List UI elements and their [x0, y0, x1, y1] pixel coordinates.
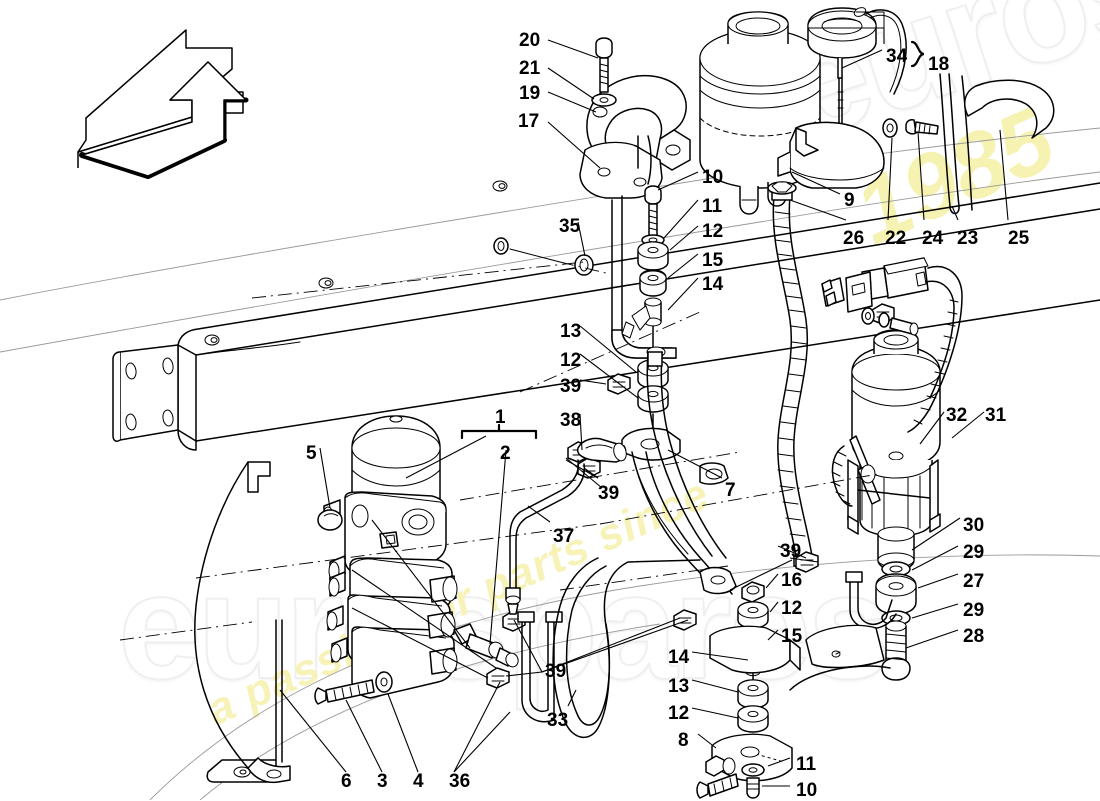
- callout-24: 24: [922, 228, 944, 249]
- heat-shield-right: [789, 624, 891, 691]
- callout-12-bottom: 12: [668, 703, 690, 724]
- callout-2: 2: [500, 443, 511, 464]
- callout-5: 5: [306, 443, 317, 464]
- callout-36: 36: [449, 771, 471, 792]
- callout-13-mid: 13: [560, 321, 582, 342]
- part-21-washer: [591, 93, 617, 107]
- part-38-fitting: [576, 437, 627, 463]
- callout-12-upper: 12: [702, 221, 724, 242]
- reference-line-1: [251, 261, 585, 299]
- callout-10-bottom: 10: [796, 780, 818, 801]
- leader-lines: [279, 27, 1009, 787]
- callout-39-c: 39: [780, 541, 802, 562]
- callout-23: 23: [957, 228, 979, 249]
- callout-29-b: 29: [963, 600, 985, 621]
- callout-12-mid: 12: [560, 350, 582, 371]
- reference-line-4: [195, 523, 601, 579]
- part-3-bolt: [314, 679, 375, 705]
- hardware-stack-upper: [637, 185, 669, 357]
- callout-14-right: 14: [668, 647, 690, 668]
- electric-pump-motor: [831, 329, 941, 571]
- part-5-plug: [317, 509, 343, 531]
- callout-4: 4: [413, 771, 424, 792]
- part-26-suction-hose: [767, 181, 815, 567]
- part-4-washer: [375, 671, 393, 693]
- callout-10-upper: 10: [702, 167, 724, 188]
- callout-38: 38: [560, 410, 582, 431]
- callout-39-b: 39: [598, 483, 620, 504]
- reference-line-3: [459, 451, 741, 501]
- part-24-bolt: [905, 119, 939, 135]
- part-22-washer: [882, 118, 898, 138]
- pump-mount-hardware: [845, 561, 917, 681]
- callout-21: 21: [519, 58, 541, 79]
- bracket-arm: [611, 195, 677, 359]
- callout-37: 37: [553, 526, 575, 547]
- callout-39-d: 39: [545, 661, 567, 682]
- callout-30: 30: [963, 515, 985, 536]
- callout-15-right: 15: [781, 626, 803, 647]
- mounting-bracket-upper: [579, 74, 691, 199]
- callout-13-right: 13: [668, 676, 690, 697]
- callout-35: 35: [559, 216, 581, 237]
- part-34-cap-dipstick: [807, 7, 907, 141]
- callout-19: 19: [519, 83, 541, 104]
- callout-7: 7: [725, 480, 736, 501]
- callout-12-right: 12: [781, 598, 803, 619]
- callout-17: 17: [518, 111, 540, 132]
- hardware-stack-lower-bracket: [621, 359, 681, 461]
- reference-line-2: [519, 311, 701, 393]
- callout-34: 34: [886, 46, 908, 67]
- callout-1: 1: [495, 407, 506, 428]
- callout-16: 16: [781, 570, 803, 591]
- callout-15-upper: 15: [702, 250, 724, 271]
- part-37-brake-pipe: [505, 459, 586, 615]
- center-bracket: [631, 451, 737, 595]
- callout-6: 6: [341, 771, 352, 792]
- callout-9: 9: [844, 190, 855, 211]
- part-25-strap: [963, 79, 1055, 139]
- callout-25: 25: [1008, 228, 1030, 249]
- callout-39-a: 39: [560, 376, 582, 397]
- callout-32: 32: [946, 405, 968, 426]
- callout-26: 26: [843, 228, 865, 249]
- callout-14-upper: 14: [702, 274, 724, 295]
- brace-34-18: [910, 40, 925, 68]
- callout-18: 18: [928, 54, 950, 75]
- part-9-strap: [777, 121, 885, 189]
- callout-11-upper: 11: [702, 196, 723, 217]
- callout-20: 20: [519, 30, 541, 51]
- direction-arrow: [77, 29, 249, 179]
- callout-28: 28: [963, 626, 985, 647]
- hardware-stack-right: [696, 581, 801, 799]
- connector-mount-clip: [821, 271, 919, 336]
- heat-shield: [194, 461, 291, 784]
- reference-line-6: [559, 565, 729, 591]
- part-20-bolt: [595, 37, 613, 93]
- callout-29-a: 29: [963, 542, 985, 563]
- part-6-strip: [206, 619, 283, 783]
- callout-11-bottom: 11: [796, 754, 817, 775]
- callout-22: 22: [885, 228, 907, 249]
- brace-group-1: [460, 423, 538, 440]
- reference-line-7: [119, 621, 253, 641]
- part-33-tube: [552, 557, 701, 738]
- callout-33: 33: [547, 710, 569, 731]
- callout-3: 3: [377, 771, 388, 792]
- callout-8: 8: [678, 730, 689, 751]
- callout-27: 27: [963, 571, 985, 592]
- callout-31: 31: [985, 405, 1007, 426]
- reference-line-5: [599, 473, 879, 525]
